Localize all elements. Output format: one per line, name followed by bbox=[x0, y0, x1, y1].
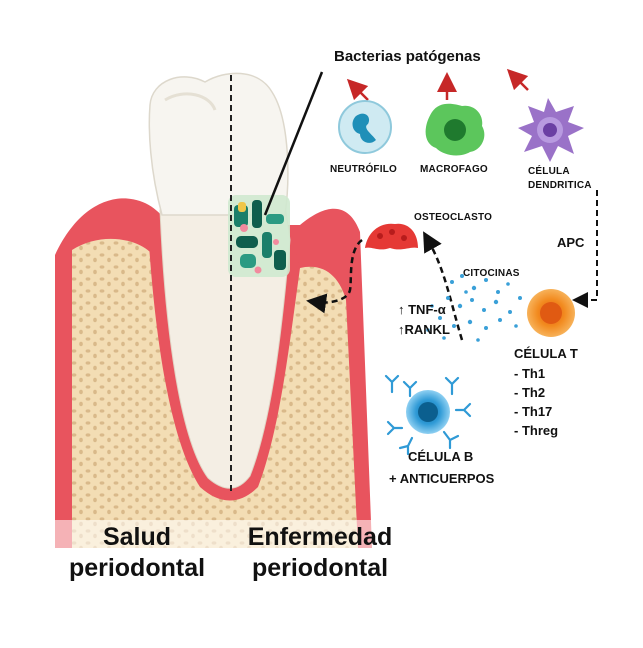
osteoclast-icon bbox=[365, 223, 418, 250]
health-title-line2: periodontal bbox=[68, 554, 206, 582]
t-cell-subset: - Th17 bbox=[514, 404, 553, 419]
health-title: Salud periodontal bbox=[52, 522, 222, 584]
b-cell-label-line1: CÉLULA B bbox=[408, 449, 474, 464]
tnf-label: ↑ TNF-α bbox=[398, 302, 446, 317]
cytokine-dots bbox=[426, 274, 522, 342]
t-cell-subset: - Threg bbox=[514, 423, 559, 438]
health-title-line1: Salud bbox=[102, 523, 172, 551]
t-cell-subset-list: - Th1 - Th2 - Th17 - Threg bbox=[514, 364, 558, 440]
disease-title-line2: periodontal bbox=[251, 554, 389, 582]
dendritic-cell-icon bbox=[518, 98, 584, 162]
tcell-osteoclast-arrow bbox=[423, 231, 464, 341]
b-cell-icon bbox=[406, 390, 450, 434]
neutrophil-label: NEUTRÓFILO bbox=[330, 164, 397, 175]
bacteria-label: Bacterias patógenas bbox=[334, 48, 481, 65]
antibody-icon bbox=[384, 374, 472, 456]
t-cell-subset: - Th2 bbox=[514, 385, 546, 400]
neutrophil-icon bbox=[338, 100, 392, 154]
b-cell-label-line2: + ANTICUERPOS bbox=[389, 471, 495, 486]
dendritic-label-line1: CÉLULA bbox=[528, 166, 570, 177]
tooth-crown bbox=[148, 72, 289, 216]
apc-arrow bbox=[572, 190, 598, 308]
t-cell-label: CÉLULA T bbox=[514, 346, 578, 361]
osteoclast-arrow bbox=[306, 238, 363, 314]
osteoclast-label: OSTEOCLASTO bbox=[414, 212, 493, 223]
cytokines-label: CITOCINAS bbox=[463, 268, 520, 279]
rankl-label: ↑RANKL bbox=[398, 322, 450, 337]
dendritic-label-line2: DENDRITICA bbox=[528, 180, 592, 191]
bacteria-plaque-icon bbox=[228, 195, 290, 277]
pointer-line bbox=[263, 71, 324, 216]
disease-title: Enfermedad periodontal bbox=[232, 522, 408, 584]
macrophage-icon bbox=[425, 103, 485, 156]
apc-label: APC bbox=[557, 235, 585, 250]
macrophage-label: MACROFAGO bbox=[420, 164, 488, 175]
disease-title-line1: Enfermedad bbox=[247, 523, 393, 551]
t-cell-subset: - Th1 bbox=[514, 366, 546, 381]
t-cell-icon bbox=[527, 289, 575, 337]
